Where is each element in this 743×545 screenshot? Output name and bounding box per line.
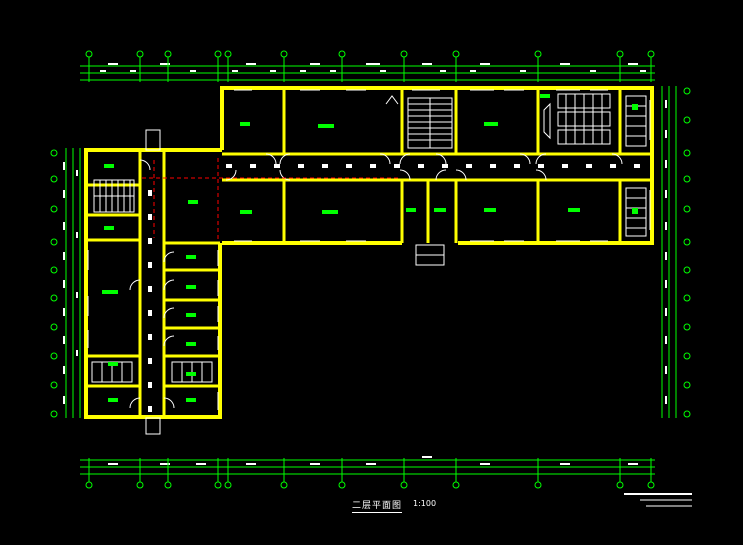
title-block [624, 493, 692, 507]
right-dimension-text [665, 100, 667, 404]
main-staircase [385, 95, 453, 149]
room-tag [186, 342, 196, 346]
left-dimension-lines [50, 148, 81, 418]
room-tag [322, 210, 338, 214]
room-tag [186, 372, 196, 376]
room-tag [632, 104, 638, 110]
room-tag [104, 226, 114, 230]
room-tag [102, 290, 118, 294]
room-tag [186, 398, 196, 402]
washroom-fixtures [91, 95, 647, 383]
room-tag [568, 208, 580, 212]
room-tag [484, 122, 498, 126]
classroom-seating [543, 93, 611, 145]
left-dimension-text [63, 162, 78, 404]
exterior-walls [84, 86, 654, 419]
room-tag [186, 313, 196, 317]
room-tag [240, 122, 250, 126]
right-dimension-lines [661, 86, 691, 418]
drawing-title-text: 二层平面图 [352, 501, 403, 513]
entrance-canopies [145, 129, 445, 435]
drawing-title: 二层平面图 [352, 498, 403, 513]
section-line [142, 158, 400, 240]
bottom-axis-bubbles [85, 458, 655, 489]
room-tag [108, 362, 118, 366]
corridor-columns [148, 164, 640, 412]
room-tag [240, 210, 252, 214]
room-tags [102, 94, 638, 402]
top-axis-bubbles [85, 50, 655, 82]
windows [87, 89, 651, 410]
bottom-dimension-text [108, 456, 638, 465]
top-dimension-lines [80, 65, 655, 81]
room-tag [540, 94, 550, 98]
room-tag [188, 200, 198, 204]
room-tag [632, 208, 638, 214]
top-dimension-text [100, 63, 646, 72]
door-swings [129, 153, 623, 409]
room-tag [434, 208, 446, 212]
room-tag [186, 255, 196, 259]
room-tag [104, 164, 114, 168]
drawing-scale: 1:100 [413, 499, 437, 508]
room-tag [484, 208, 496, 212]
bottom-dimension-lines [80, 459, 655, 475]
interior-walls [86, 88, 652, 417]
west-staircase [93, 179, 135, 213]
room-tag [318, 124, 334, 128]
room-tag [406, 208, 416, 212]
room-tag [186, 285, 196, 289]
room-tag [108, 398, 118, 402]
